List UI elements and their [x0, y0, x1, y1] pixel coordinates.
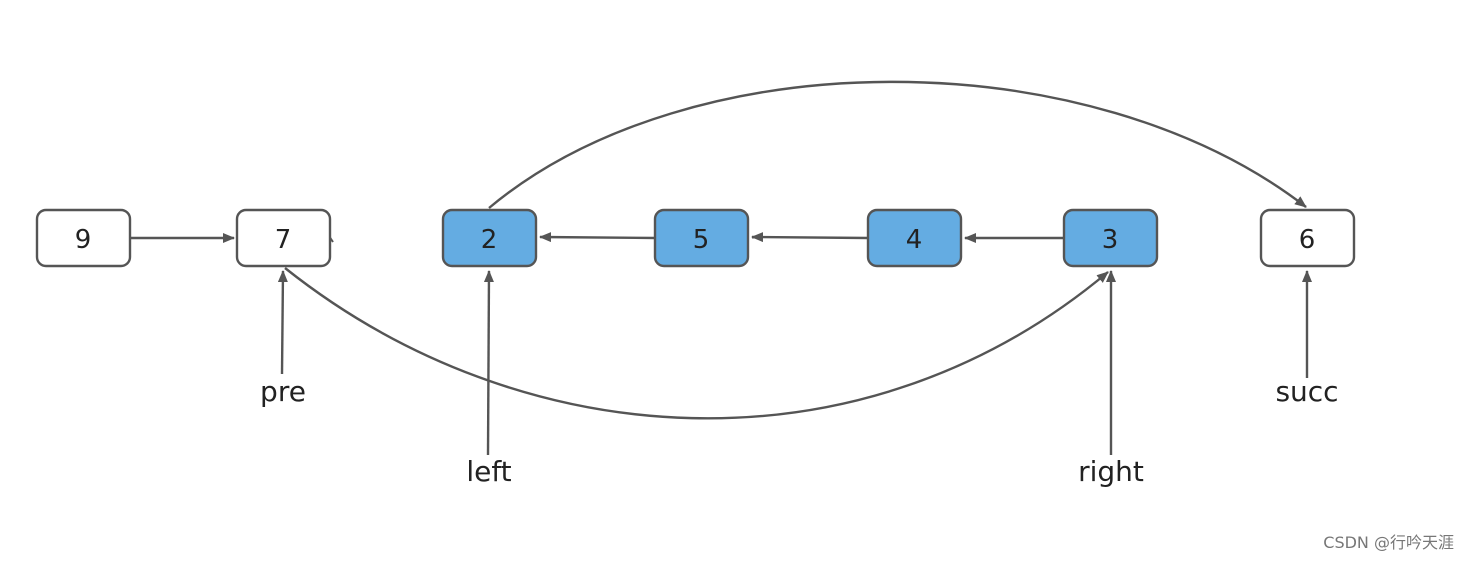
node-4: 4: [866, 208, 963, 268]
node-3: 3: [1062, 208, 1159, 268]
node-3-box: [1062, 208, 1159, 268]
node-6-box: [1259, 208, 1356, 268]
pointer-pre-label: pre: [260, 375, 306, 408]
node-4-label: 4: [906, 225, 923, 255]
node-7: 7: [235, 208, 332, 268]
pointer-left-arrow: [483, 270, 494, 456]
node-5-box: [653, 208, 750, 268]
pointer-right-label: right: [1078, 455, 1144, 488]
edge-7-to-3-curve: [284, 267, 1109, 420]
node-7-box: [235, 208, 332, 268]
edge-2-to-6-curve: [488, 80, 1307, 209]
node-2: 2: [441, 208, 538, 268]
node-2-label: 2: [481, 225, 498, 255]
node-6: 6: [1259, 208, 1356, 268]
node-5-label: 5: [693, 225, 710, 255]
node-9-label: 9: [75, 225, 92, 255]
watermark-text: CSDN @行吟天涯: [1323, 533, 1454, 552]
node-6-label: 6: [1299, 225, 1316, 255]
node-4-box: [866, 208, 963, 268]
node-5: 5: [653, 208, 750, 268]
node-3-label: 3: [1102, 225, 1119, 255]
node-2-box: [441, 208, 538, 268]
node-9: 9: [35, 208, 132, 268]
edge-4-to-5: [751, 232, 869, 243]
pointer-pre-arrow: [277, 270, 288, 375]
pointer-left-label: left: [466, 455, 511, 488]
edge-5-to-2: [539, 232, 657, 243]
node-7-label: 7: [275, 225, 292, 255]
pointer-succ-label: succ: [1275, 375, 1338, 408]
node-9-box: [35, 208, 132, 268]
